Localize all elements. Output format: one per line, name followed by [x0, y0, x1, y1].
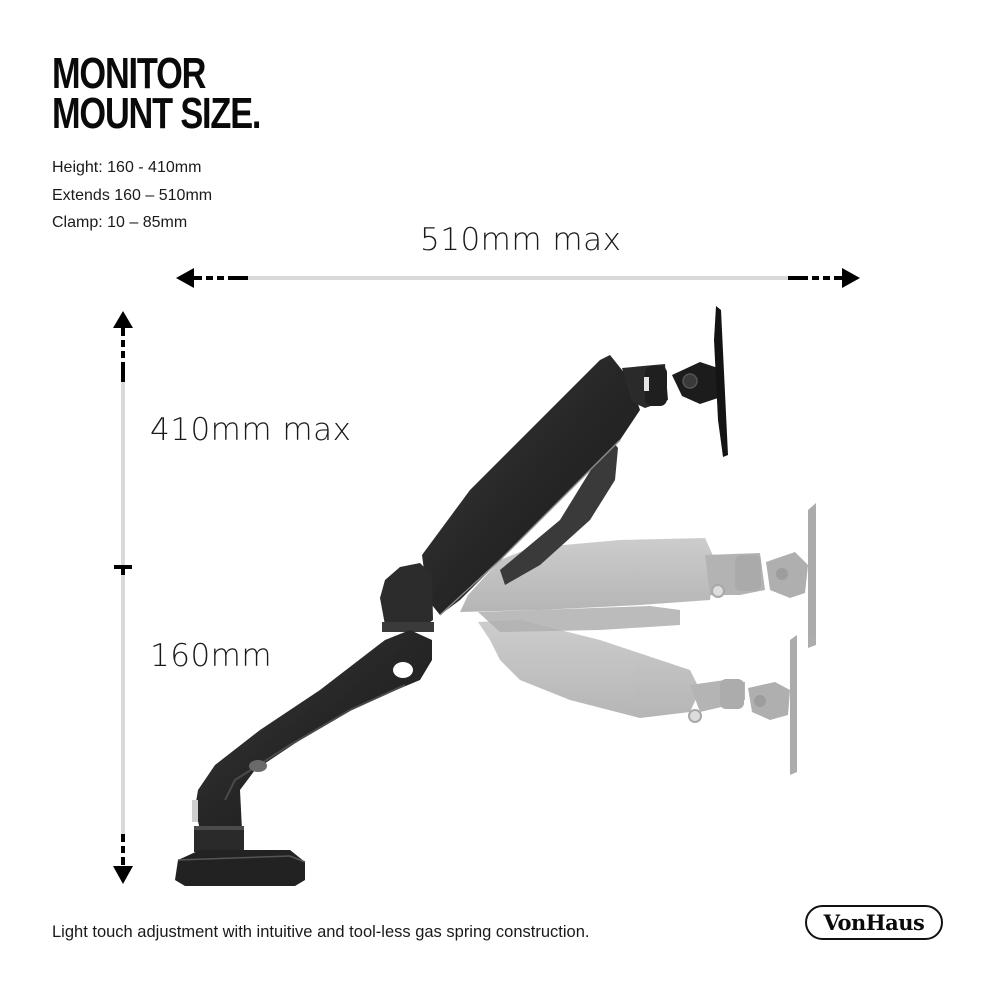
spec-clamp: Clamp: 10 – 85mm: [52, 214, 188, 231]
arrow-left-icon: [176, 268, 248, 288]
width-dimension-label: 510mm max: [420, 222, 622, 258]
spec-height: Height: 160 - 410mm: [52, 159, 202, 176]
feature-caption: Light touch adjustment with intuitive an…: [52, 923, 590, 941]
arrow-right-icon: [788, 268, 860, 288]
arrow-up-icon: [113, 311, 133, 382]
spec-extends: Extends 160 – 510mm: [52, 186, 213, 204]
title-line-1: MONITOR: [52, 49, 206, 98]
arm-position-low: [478, 620, 797, 775]
title-line-2: MOUNT SIZE.: [52, 89, 261, 138]
brand-logo: VonHaus: [805, 905, 943, 940]
vertical-dimension-line: [113, 311, 133, 884]
arm-position-high: [422, 306, 728, 616]
tick-mark: [114, 565, 132, 575]
horizontal-dimension-line: [176, 268, 860, 288]
height-min-label: 160mm: [150, 638, 273, 674]
height-max-label: 410mm max: [150, 412, 352, 448]
arrow-down-icon: [113, 834, 133, 884]
brand-logo-text: VonHaus: [823, 910, 925, 935]
spec-list: Height: 160 - 410mm Extends 160 – 510mm …: [52, 154, 212, 237]
page-title: MONITOR MOUNT SIZE.: [52, 49, 261, 138]
arm-base: [175, 563, 434, 886]
